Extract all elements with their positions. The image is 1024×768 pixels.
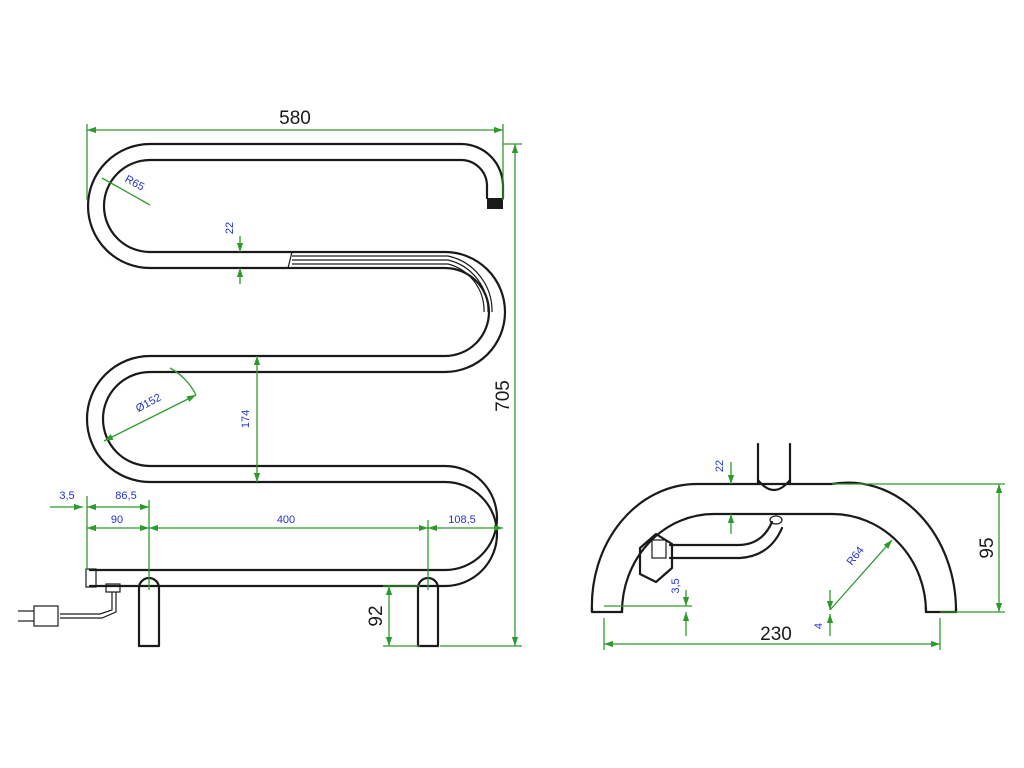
power-cable-2 xyxy=(60,592,117,619)
side-view: 22 3,5 R64 4 230 95 xyxy=(590,442,1005,650)
bracket-end xyxy=(769,515,783,525)
plug-body xyxy=(33,605,59,627)
wall-mount-left xyxy=(137,576,161,648)
foot-left xyxy=(590,606,624,614)
rail-tube-outer-contour xyxy=(85,142,505,588)
dim-mount-spacing: 400 xyxy=(277,514,295,526)
bend-highlight xyxy=(292,255,493,313)
dim-width-580: 580 xyxy=(279,108,311,129)
dim-side-depth: 230 xyxy=(760,624,792,645)
front-view: 580 705 R65 22 Ø152 174 3,5 86,5 90 400 xyxy=(18,108,522,648)
dim-bend-spacing: 174 xyxy=(240,410,252,428)
dim-tube-diameter: 22 xyxy=(224,222,236,234)
tube-end-cap xyxy=(487,198,503,209)
rail-tube-inner-contour xyxy=(88,158,507,572)
bend-highlight-3 xyxy=(292,263,485,313)
dim-bend-radius: R65 xyxy=(123,173,146,193)
dim-height-705: 705 xyxy=(493,380,514,412)
top-pipe xyxy=(756,442,792,486)
bracket-block xyxy=(651,539,667,559)
top-pipe-end xyxy=(756,478,792,492)
end-plate xyxy=(85,568,97,588)
dim-side-height: 95 xyxy=(977,537,998,558)
dim-bend-diameter: Ø152 xyxy=(134,392,163,415)
arch-inner xyxy=(620,512,928,614)
bracket-tube xyxy=(668,520,784,560)
power-cable xyxy=(60,592,113,615)
dim-mount-height: 92 xyxy=(366,605,387,626)
dim-cable-offset: 86,5 xyxy=(115,490,136,502)
dim-right-overhang: 108,5 xyxy=(448,514,476,526)
highlight-end xyxy=(287,251,293,269)
dim-side-foot-gap: 3,5 xyxy=(670,578,682,593)
dim-wall-gap: 3,5 xyxy=(59,490,74,502)
dim-side-foot-offset: 4 xyxy=(813,623,825,629)
dim-side-tube-diameter: 22 xyxy=(714,460,726,472)
dim-side-inner-radius: R64 xyxy=(845,545,867,568)
bracket-plate xyxy=(638,532,674,584)
dim-first-mount: 90 xyxy=(111,514,123,526)
power-connector xyxy=(105,583,121,593)
bend-highlight-2 xyxy=(292,259,489,313)
